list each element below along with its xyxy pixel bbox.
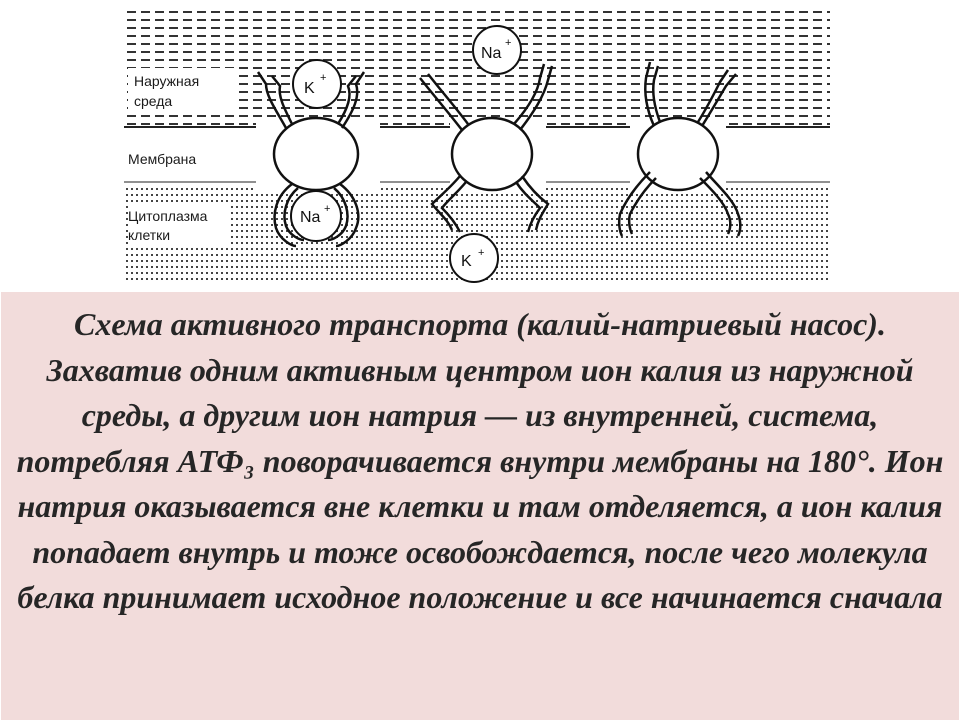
ion-k-top: K + [292,59,342,109]
ion-k-bottom-symbol: K [461,253,472,270]
label-cytoplasm-line1: Цитоплазма [128,208,208,224]
caption-box: Схема активного транспорта (калий-натрие… [1,292,959,720]
ion-na-bottom-charge: + [324,203,330,215]
label-bg-cyto [128,204,228,246]
caption-text: Схема активного транспорта (калий-натрие… [16,306,944,615]
carrier-protein-3 [617,61,742,237]
ion-na-top-charge: + [505,37,511,49]
ion-na-bottom: Na + [290,190,342,242]
ion-k-bottom-charge: + [478,247,484,259]
sodium-potassium-pump-diagram: Наружная среда Мембрана Цитоплазма клетк… [124,8,830,283]
ion-k-top-charge: + [320,72,326,84]
ion-na-bottom-symbol: Na [300,209,321,226]
outer-medium-region [124,8,830,126]
label-cytoplasm-line2: клетки [128,227,170,243]
label-outer-medium-line2: среда [134,93,172,109]
label-membrane: Мембрана [128,151,196,167]
ion-k-top-symbol: K [304,80,315,97]
ion-na-top: Na + [472,25,522,75]
ion-na-top-symbol: Na [481,45,502,62]
ion-k-bottom: K + [449,233,499,283]
carrier-protein-2 [419,63,554,233]
label-outer-medium-line1: Наружная [134,73,199,89]
label-bg-outer [128,68,238,114]
